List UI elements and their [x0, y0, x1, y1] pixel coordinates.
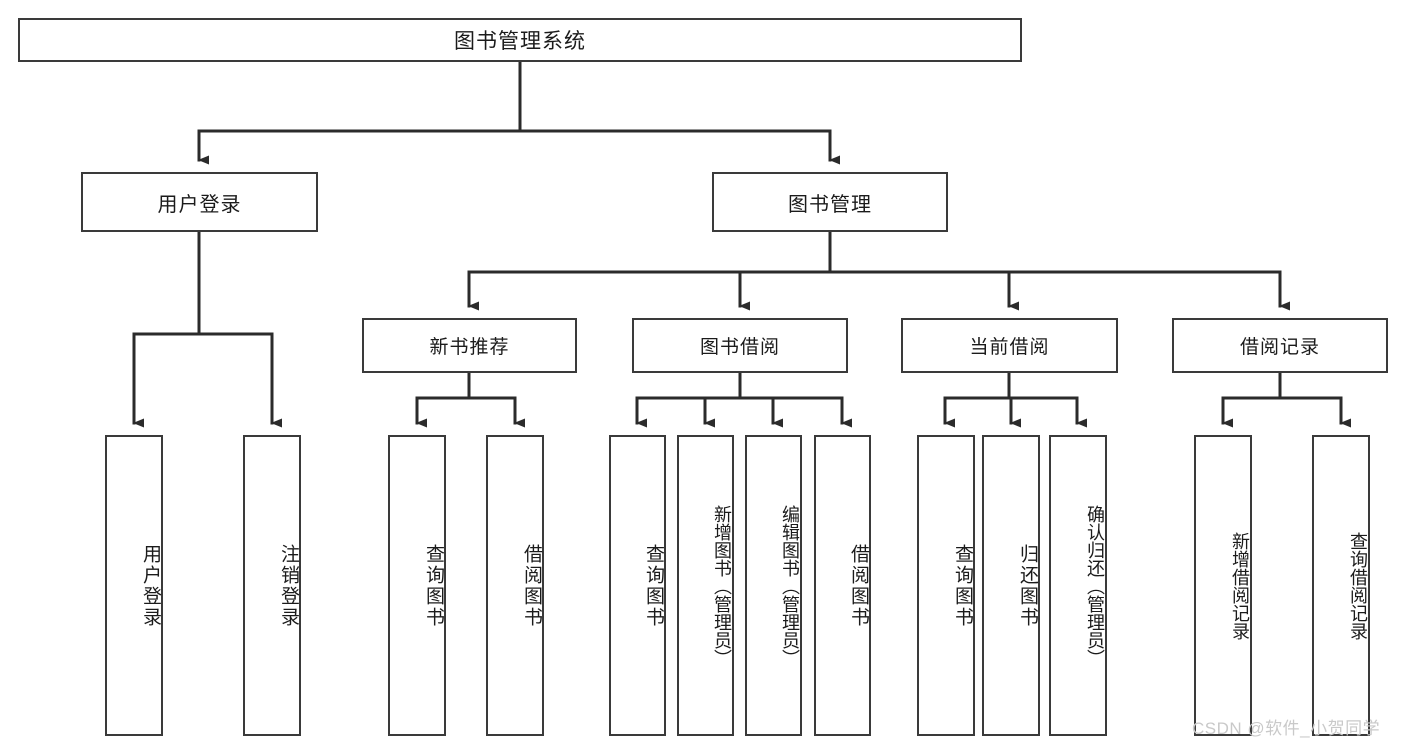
node-root-system[interactable]: 图书管理系统: [18, 18, 1022, 62]
csdn-watermark: CSDN @软件_小贺同学: [1192, 719, 1381, 738]
leaf-new-book-query[interactable]: 查询图书: [388, 435, 446, 736]
leaf-user-login-logout[interactable]: 注销登录: [243, 435, 301, 736]
leaf-current-borrow-confirm-return-admin[interactable]: 确认归还（管理员）: [1049, 435, 1107, 736]
node-book-borrow[interactable]: 图书借阅: [632, 318, 848, 373]
leaf-current-borrow-return[interactable]: 归还图书: [982, 435, 1040, 736]
leaf-user-login-login[interactable]: 用户登录: [105, 435, 163, 736]
leaf-borrow-record-add[interactable]: 新增借阅记录: [1194, 435, 1252, 736]
node-borrow-record[interactable]: 借阅记录: [1172, 318, 1388, 373]
node-current-borrow[interactable]: 当前借阅: [901, 318, 1118, 373]
leaf-book-borrow-borrow[interactable]: 借阅图书: [814, 435, 871, 736]
leaf-current-borrow-query[interactable]: 查询图书: [917, 435, 975, 736]
node-book-management[interactable]: 图书管理: [712, 172, 948, 232]
leaf-book-borrow-query[interactable]: 查询图书: [609, 435, 666, 736]
node-new-book-recommend[interactable]: 新书推荐: [362, 318, 577, 373]
node-user-login[interactable]: 用户登录: [81, 172, 318, 232]
leaf-book-borrow-add-admin[interactable]: 新增图书（管理员）: [677, 435, 734, 736]
leaf-new-book-borrow[interactable]: 借阅图书: [486, 435, 544, 736]
leaf-book-borrow-edit-admin[interactable]: 编辑图书（管理员）: [745, 435, 802, 736]
leaf-borrow-record-query[interactable]: 查询借阅记录: [1312, 435, 1370, 736]
